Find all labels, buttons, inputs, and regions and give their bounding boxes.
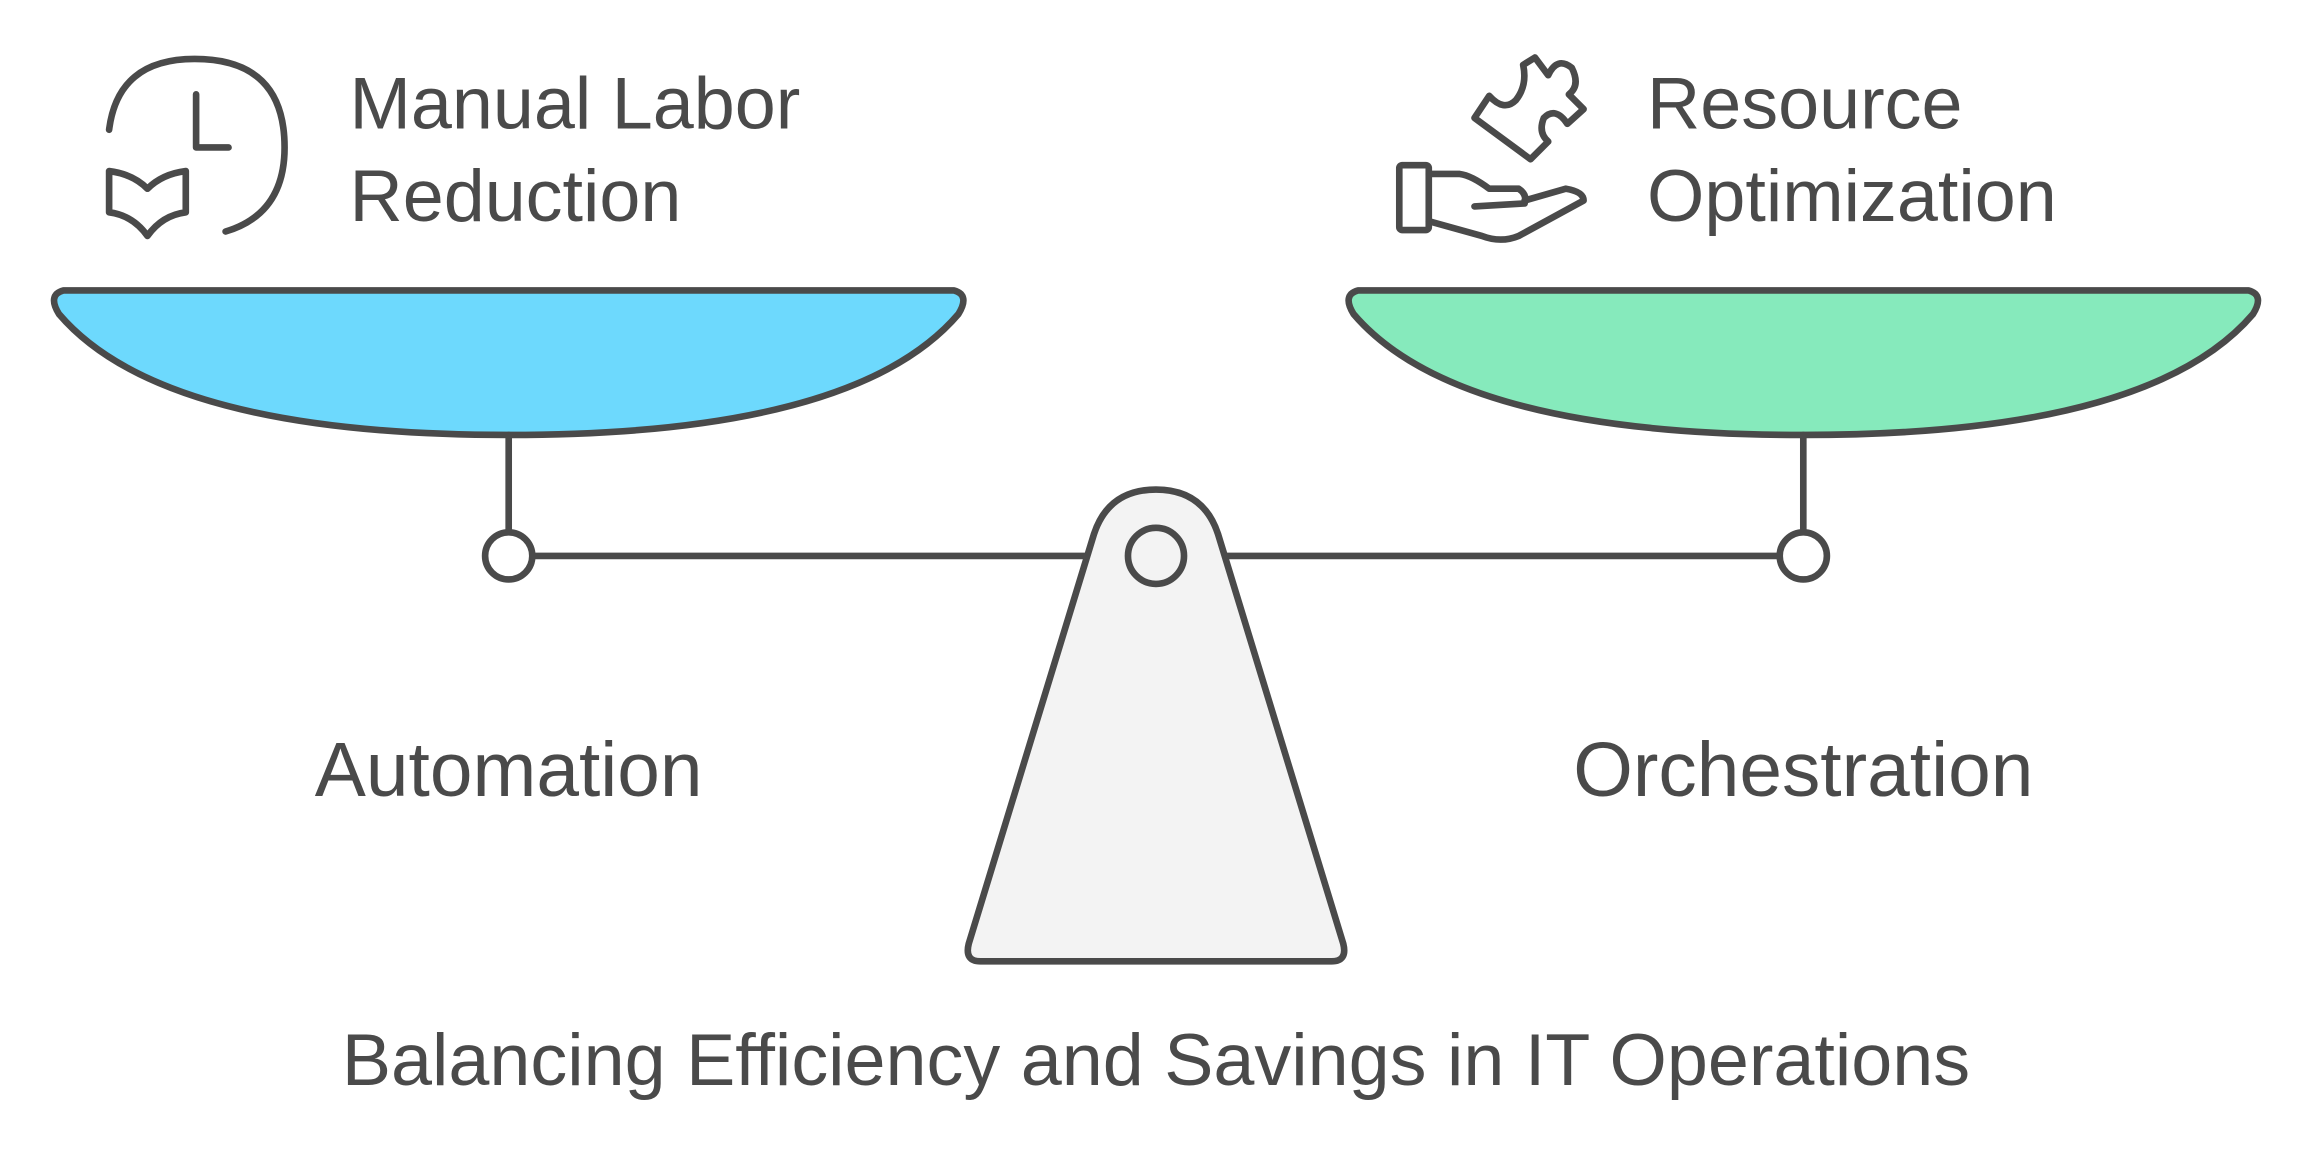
fulcrum — [964, 486, 1348, 965]
hand-puzzle-icon — [1395, 54, 1587, 243]
right-pivot — [1776, 528, 1831, 583]
clock-book-icon — [105, 55, 288, 240]
left-benefit-line2: Reduction — [349, 154, 681, 237]
fulcrum-pivot — [1124, 524, 1188, 588]
diagram-title: Balancing Efficiency and Savings in IT O… — [342, 1018, 1970, 1101]
left-benefit-line1: Manual Labor — [349, 61, 800, 144]
left-label: Automation — [315, 728, 703, 813]
right-benefit-line2: Optimization — [1647, 154, 2057, 237]
right-label: Orchestration — [1573, 728, 2033, 813]
left-pivot — [481, 528, 536, 583]
left-pan — [50, 287, 967, 439]
right-benefit-line1: Resource — [1647, 61, 1963, 144]
right-pan — [1345, 287, 2262, 439]
